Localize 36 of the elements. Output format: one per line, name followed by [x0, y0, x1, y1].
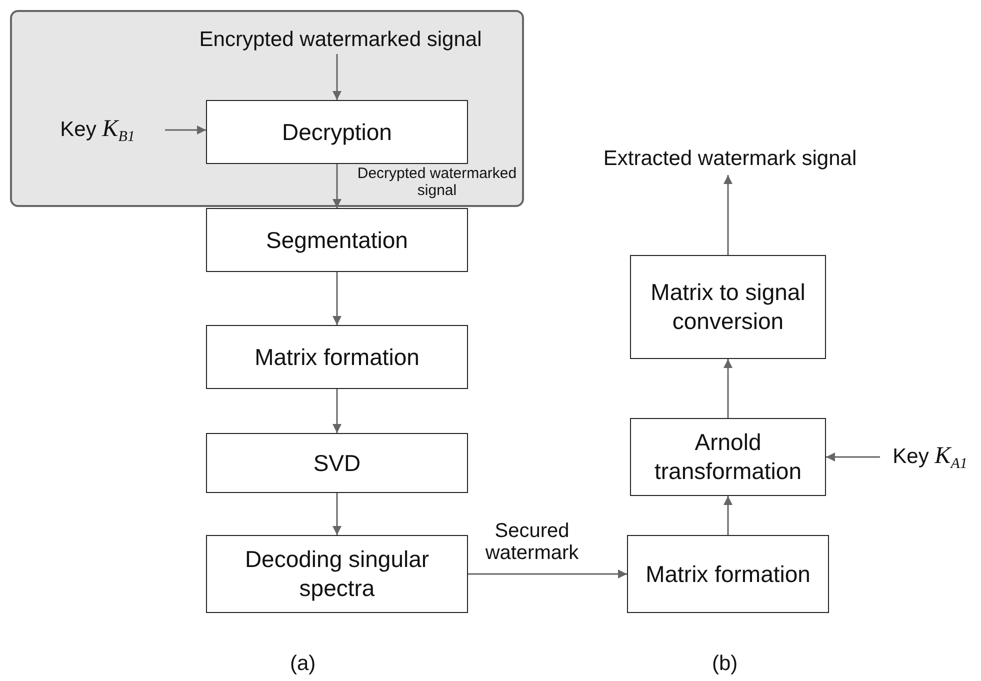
node-label: Key K$_{A1}$ [892, 442, 968, 474]
box-text: Matrix formation [254, 342, 420, 372]
box-text: Matrix formation [646, 560, 810, 588]
edge-label: Decrypted watermarked signal [356, 166, 518, 199]
box-text: Arnold transformation [653, 428, 802, 486]
arrow [724, 175, 732, 255]
box-text: Matrix to signal conversion [650, 278, 806, 336]
process-box [630, 418, 826, 496]
arrow [826, 452, 880, 462]
node-label: Encrypted watermarked signal [199, 26, 482, 53]
node-label: Key K$_{B1}$ [60, 114, 135, 146]
process-box [627, 535, 829, 613]
process-box [206, 433, 468, 493]
arrow [332, 493, 342, 535]
process-box [206, 325, 468, 389]
box-text: Decoding singular spectra [244, 545, 430, 603]
panel-label: (b) [712, 652, 738, 676]
edge-label: Secured watermark [484, 520, 580, 564]
arrow [724, 359, 732, 418]
process-box [206, 100, 468, 164]
panel-label: (a) [290, 652, 316, 676]
process-box [206, 535, 468, 613]
arrow [332, 389, 342, 433]
box-text: Decryption [282, 118, 392, 146]
arrow [332, 272, 342, 325]
box-text: Segmentation [266, 226, 408, 254]
arrow [468, 570, 627, 578]
node-label: Extracted watermark signal [603, 146, 857, 172]
process-box [206, 208, 468, 272]
panel-background [10, 10, 524, 207]
box-text: SVD [313, 448, 361, 478]
arrow [332, 54, 342, 100]
arrow [332, 164, 342, 208]
arrow [165, 126, 206, 134]
process-box [630, 255, 826, 359]
arrow [724, 496, 732, 535]
